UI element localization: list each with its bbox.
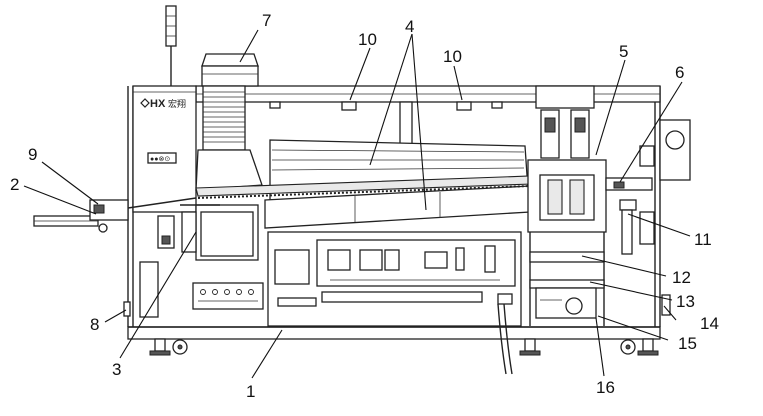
reflow-tunnel <box>195 139 533 229</box>
callout-6: 6 <box>675 63 684 82</box>
base-platform <box>127 326 661 340</box>
callout-16: 16 <box>596 378 615 397</box>
exhaust-stack <box>195 53 263 191</box>
lower-enclosure <box>267 231 522 375</box>
callout-15: 15 <box>678 334 697 353</box>
callout-4: 4 <box>405 17 414 36</box>
feet <box>149 338 659 356</box>
signal-tower <box>165 5 177 86</box>
panel-badge: ●●⊗⊙ <box>150 156 170 163</box>
leader-lines <box>23 29 691 379</box>
callout-14: 14 <box>700 314 719 333</box>
brand-logo-text: HX <box>150 98 166 110</box>
callout-2: 2 <box>10 175 19 194</box>
callout-11: 11 <box>694 230 712 249</box>
callout-12: 12 <box>672 268 691 287</box>
right-head <box>527 85 607 233</box>
brand-name: 宏翔 <box>168 98 186 109</box>
callout-10a: 10 <box>358 30 377 49</box>
callouts: 1 2 3 4 5 6 7 8 9 10 10 11 12 13 14 15 1… <box>10 11 719 401</box>
brand-logo: HX 宏翔 <box>140 98 186 110</box>
callout-13: 13 <box>676 292 695 311</box>
infeed-conveyor <box>33 197 197 233</box>
callout-9: 9 <box>28 145 37 164</box>
ceiling-lamps <box>269 101 503 111</box>
callout-1: 1 <box>246 382 255 401</box>
left-mechanism <box>139 204 264 318</box>
callout-8: 8 <box>90 315 99 334</box>
callout-10b: 10 <box>443 47 462 66</box>
callout-7: 7 <box>262 11 271 30</box>
right-lower-mechanism <box>529 232 605 326</box>
callout-3: 3 <box>112 360 121 379</box>
left-cabinet: ●●⊗⊙ HX 宏翔 <box>132 85 197 213</box>
callout-5: 5 <box>619 42 628 61</box>
